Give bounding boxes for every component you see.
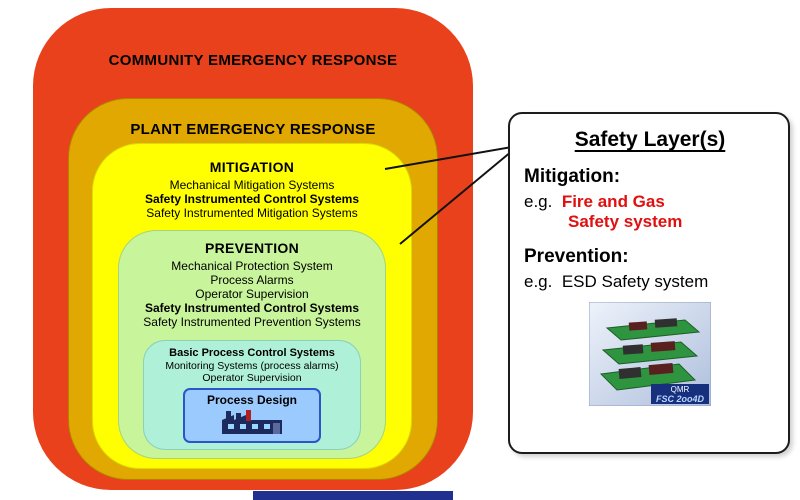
prevention-items: Mechanical Protection System Process Ala… xyxy=(119,259,385,329)
prevention-item: Safety Instrumented Prevention Systems xyxy=(143,315,361,329)
layer-title-prevention: PREVENTION xyxy=(204,240,299,256)
svg-text:QMR: QMR xyxy=(671,385,690,394)
bpcs-item: Operator Supervision xyxy=(202,372,302,384)
mitigation-example-line1: e.g. Fire and Gas xyxy=(524,192,776,212)
layer-title-community: COMMUNITY EMERGENCY RESPONSE xyxy=(108,52,398,69)
layer-title-process-design: Process Design xyxy=(206,393,298,407)
layer-title-bpcs: Basic Process Control Systems xyxy=(169,347,335,359)
mitigation-example-red-1: Fire and Gas xyxy=(561,192,665,211)
layer-title-mitigation: MITIGATION xyxy=(209,159,295,175)
mitigation-eg-prefix: e.g. xyxy=(524,192,558,211)
prevention-item: Safety Instrumented Control Systems xyxy=(144,301,360,315)
prevention-example-line: e.g. ESD Safety system xyxy=(524,272,776,292)
bpcs-item: Monitoring Systems (process alarms) xyxy=(165,360,339,372)
prevention-item: Mechanical Protection System xyxy=(171,259,333,273)
mitigation-item: Safety Instrumented Mitigation Systems xyxy=(146,206,358,220)
mitigation-items: Mechanical Mitigation Systems Safety Ins… xyxy=(93,178,411,220)
factory-icon xyxy=(185,409,319,440)
prevention-heading: Prevention: xyxy=(524,246,629,267)
prevention-item: Process Alarms xyxy=(210,273,294,287)
mitigation-item: Safety Instrumented Control Systems xyxy=(144,192,360,206)
layer-title-plant: PLANT EMERGENCY RESPONSE xyxy=(130,121,376,138)
bottom-edge-strip xyxy=(253,491,453,500)
panel-title: Safety Layer(s) xyxy=(574,128,726,151)
safety-layers-panel: Safety Layer(s) Mitigation: e.g. Fire an… xyxy=(508,112,790,454)
layer-process-design: Process Design xyxy=(183,388,321,443)
mitigation-example-red-2: Safety system xyxy=(568,212,683,231)
svg-text:FSC 2oo4D: FSC 2oo4D xyxy=(656,394,705,404)
prevention-eg-prefix: e.g. xyxy=(524,272,558,291)
prevention-item: Operator Supervision xyxy=(195,287,309,301)
mitigation-item: Mechanical Mitigation Systems xyxy=(169,178,335,192)
safety-controller-image: QMR FSC 2oo4D xyxy=(524,301,776,411)
mitigation-heading: Mitigation: xyxy=(524,166,621,187)
mitigation-example-line2: Safety system xyxy=(568,212,776,232)
prevention-example-text: ESD Safety system xyxy=(561,272,709,291)
bpcs-items: Monitoring Systems (process alarms) Oper… xyxy=(144,360,360,384)
